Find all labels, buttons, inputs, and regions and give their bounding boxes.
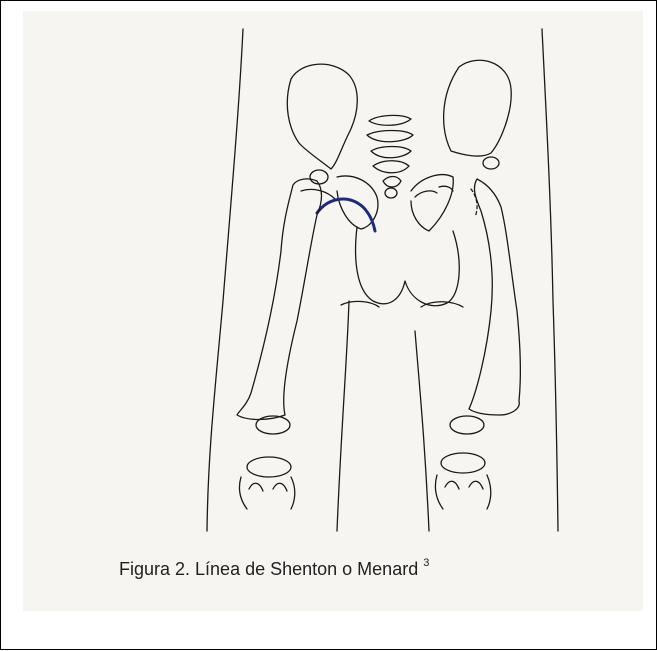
left-tibia-top: [239, 477, 294, 509]
right-acetabular-dotted-line: [471, 189, 477, 217]
body-outline-left: [207, 29, 243, 531]
left-ossification-nucleus: [310, 170, 328, 184]
left-tibial-epiphysis: [247, 457, 291, 477]
left-iliac-wing: [287, 64, 357, 169]
pubis-center-nucleus: [385, 188, 397, 198]
right-obturator-mark: [415, 186, 453, 197]
buttocks: [356, 227, 460, 306]
left-inner-thigh: [337, 301, 349, 531]
right-patella: [450, 416, 484, 434]
right-tibial-epiphysis: [441, 453, 485, 473]
vertebra-2: [367, 131, 413, 142]
vertebra-3: [371, 147, 411, 158]
right-ischium: [411, 175, 453, 231]
vertebra-4: [373, 161, 409, 173]
left-obturator-curve: [301, 189, 335, 199]
body-outline-right: [542, 29, 558, 531]
right-femur: [469, 179, 520, 415]
left-femur: [237, 179, 322, 420]
sacrum-center: [383, 177, 401, 188]
right-iliac-wing: [444, 60, 512, 156]
right-ossification-nucleus: [483, 157, 499, 169]
caption-reference: 3: [423, 557, 429, 569]
right-tibia-top: [435, 475, 490, 509]
vertebra-1: [369, 115, 411, 125]
right-inner-thigh: [415, 331, 429, 531]
caption-text: Figura 2. Línea de Shenton o Menard: [119, 559, 418, 579]
figure-caption: Figura 2. Línea de Shenton o Menard 3: [119, 559, 429, 580]
